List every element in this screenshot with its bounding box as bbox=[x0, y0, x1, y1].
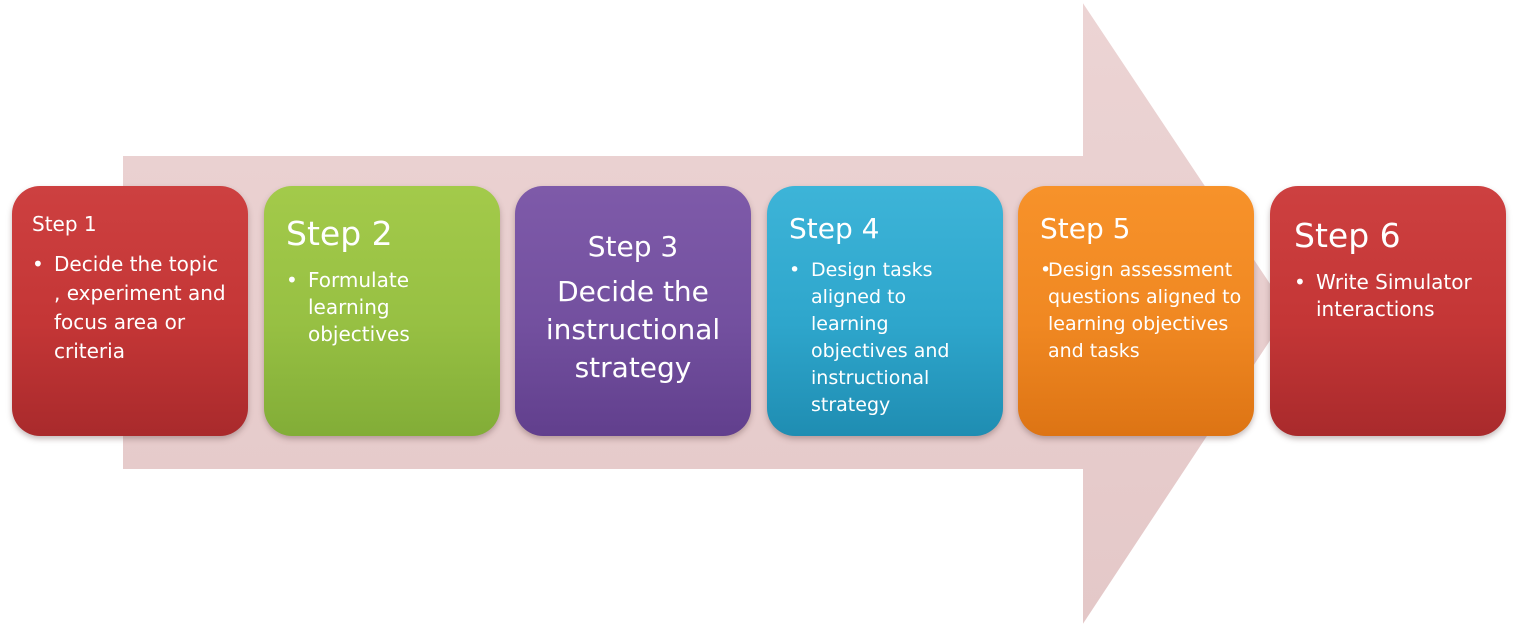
step-2-text: Formulate learning objectives bbox=[308, 268, 410, 346]
step-5-box: Step 5 • Design assessment questions ali… bbox=[1018, 186, 1254, 436]
step-4-box: Step 4 • Design tasks aligned to learnin… bbox=[767, 186, 1003, 436]
step-6-title: Step 6 bbox=[1294, 216, 1401, 255]
step-4-item: • Design tasks aligned to learning objec… bbox=[789, 257, 989, 419]
step-6-box: Step 6 • Write Simulator interactions bbox=[1270, 186, 1506, 436]
step-4-bullet: • bbox=[789, 259, 801, 281]
step-4-list: • Design tasks aligned to learning objec… bbox=[789, 257, 989, 419]
step-5-text: Design assessment questions aligned to l… bbox=[1048, 259, 1242, 362]
step-1-box: Step 1 • Decide the topic , experiment a… bbox=[12, 186, 248, 436]
step-2-title: Step 2 bbox=[286, 214, 393, 253]
step-1-bullet: • bbox=[32, 252, 44, 276]
step-6-item: • Write Simulator interactions bbox=[1294, 269, 1494, 323]
step-6-list: • Write Simulator interactions bbox=[1294, 269, 1494, 323]
step-5-list: • Design assessment questions aligned to… bbox=[1040, 257, 1244, 365]
step-3-text: Decide the instructional strategy bbox=[545, 275, 721, 384]
step-1-item: • Decide the topic , experiment and focu… bbox=[32, 250, 230, 366]
step-2-item: • Formulate learning objectives bbox=[286, 267, 484, 348]
step-3-box: Step 3 Decide the instructional strategy bbox=[515, 186, 751, 436]
step-5-title: Step 5 bbox=[1040, 212, 1131, 245]
step-1-title: Step 1 bbox=[32, 212, 97, 236]
step-5-bullet: • bbox=[1040, 259, 1052, 281]
step-6-text: Write Simulator interactions bbox=[1316, 270, 1472, 321]
step-2-list: • Formulate learning objectives bbox=[286, 267, 484, 348]
step-1-list: • Decide the topic , experiment and focu… bbox=[32, 250, 230, 366]
step-3-title: Step 3 bbox=[587, 230, 679, 263]
step-2-bullet: • bbox=[286, 268, 298, 292]
step-5-item: • Design assessment questions aligned to… bbox=[1040, 257, 1244, 365]
step-4-text: Design tasks aligned to learning objecti… bbox=[811, 259, 950, 416]
step-4-title: Step 4 bbox=[789, 212, 880, 245]
step-1-text: Decide the topic , experiment and focus … bbox=[54, 252, 226, 363]
step-6-bullet: • bbox=[1294, 270, 1306, 294]
step-2-box: Step 2 • Formulate learning objectives bbox=[264, 186, 500, 436]
